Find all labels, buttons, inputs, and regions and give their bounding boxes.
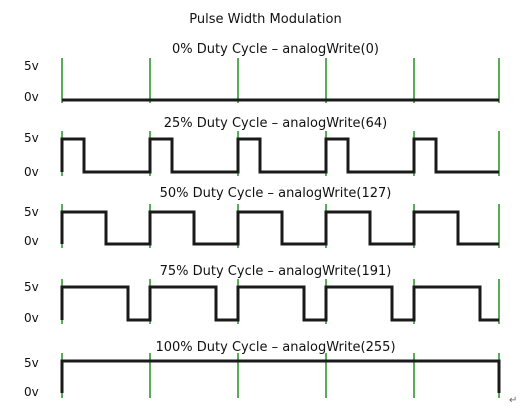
diagram-title: Pulse Width Modulation [189,12,342,27]
waveform-25-percent [60,137,499,174]
panel-title-100: 100% Duty Cycle – analogWrite(255) [155,340,396,355]
low-level-label: 0v [24,234,39,248]
return-mark: ↵ [509,395,518,406]
high-level-label: 5v [24,356,39,370]
low-level-label: 0v [24,311,39,325]
high-level-label: 5v [24,205,39,219]
low-level-label: 0v [24,165,39,179]
panel-title-50: 50% Duty Cycle – analogWrite(127) [159,186,392,201]
high-level-label: 5v [24,59,39,73]
high-level-label: 5v [24,280,39,294]
low-level-label: 0v [24,385,39,399]
waveform-100-percent [60,359,501,393]
waveform-50-percent [60,210,499,246]
panel-title-75: 75% Duty Cycle – analogWrite(191) [159,264,392,279]
panel-title-25: 25% Duty Cycle – analogWrite(64) [163,116,388,131]
waveform-75-percent [60,285,499,322]
high-level-label: 5v [24,131,39,145]
low-level-label: 0v [24,90,39,104]
panel-title-0: 0% Duty Cycle – analogWrite(0) [172,42,379,57]
